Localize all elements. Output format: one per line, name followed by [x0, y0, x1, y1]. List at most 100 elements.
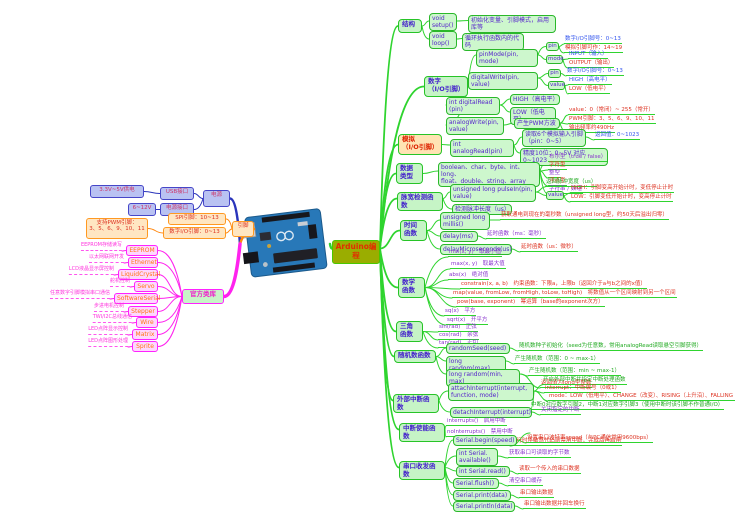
node-attachinterrupt[interactable]: attachInterrupt(interrupt, function, mod… — [448, 383, 534, 402]
hub-ext-interrupt[interactable]: 外部中断函数 — [393, 394, 439, 414]
leaf-pinmode-pin1[interactable]: 数字I/O引脚号：0~13 — [564, 36, 622, 45]
leaf-interrupt-tip[interactable]: 执行时序敏感代码前禁用中断，完成后再启用 — [510, 438, 623, 447]
lib-stepper-note[interactable]: 步进电机控制 — [93, 303, 124, 312]
lib-wire[interactable]: Wire — [136, 317, 158, 329]
arg-pulse-value[interactable]: value — [546, 191, 564, 200]
hub-digital-io[interactable]: 数字 （I/O引脚） — [424, 76, 468, 97]
leaf-math-sq[interactable]: sq(x) 平方 — [444, 308, 477, 317]
leaf-ai-desc[interactable]: 开启外部中断并指定中断处理函数 — [542, 377, 627, 386]
lib-liquidcrystal[interactable]: LiquidCrystal — [118, 269, 160, 281]
leaf-serial-read-note[interactable]: 读取一个传入的串口数据 — [518, 466, 581, 475]
leaf-serial-available-note[interactable]: 获取串口可读取的字节数 — [508, 450, 571, 459]
lib-softwareserial[interactable]: SoftwareSerial — [114, 293, 160, 305]
node-serial-available[interactable]: int Serial. available() — [456, 448, 498, 467]
leaf-serial-println-note[interactable]: 串口输出数据并回车换行 — [523, 501, 586, 510]
lib-eeprom[interactable]: EEPROM — [126, 245, 158, 257]
node-pinmode[interactable]: pinMode(pin, mode) — [476, 49, 538, 68]
lib-stepper[interactable]: Stepper — [128, 306, 158, 318]
node-analogread[interactable]: int analogRead(pin) — [450, 139, 514, 158]
node-randomseed[interactable]: randomSeed(seed) — [446, 343, 510, 355]
leaf-type-bool[interactable]: 布尔型（true / false） — [548, 154, 608, 163]
leaf-ai-pins[interactable]: 中断0对应数字引脚2，中断1对应数字引脚3（使用中断时该引脚不作普通I/O） — [530, 402, 725, 411]
node-spi-pins[interactable]: SPI引脚：10~13 — [168, 213, 226, 225]
lib-softwareserial-note[interactable]: 任意数字引脚模拟串口通信 — [49, 290, 110, 299]
leaf-aw-pins[interactable]: PWM引脚：3、5、6、9、10、11 — [568, 116, 656, 125]
leaf-type-float[interactable]: 浮点型 — [548, 178, 567, 187]
leaf-trig-sin[interactable]: sin(rad) 正弦 — [438, 324, 478, 333]
leaf-type-int[interactable]: 整型 — [548, 170, 562, 179]
node-serial-println[interactable]: Serial.println(data) — [453, 501, 515, 512]
hub-structure[interactable]: 结构 — [398, 19, 422, 33]
leaf-dw-pin1[interactable]: 数字I/O引脚号：0~13 — [566, 68, 624, 77]
hub-pins[interactable]: 引脚 — [232, 221, 254, 237]
node-ar-desc[interactable]: 读取6个模拟输入引脚 （pin：0~5） — [522, 129, 586, 148]
lib-ethernet-note[interactable]: 以太网联网开发 — [88, 254, 124, 263]
leaf-serial-print-note[interactable]: 串口输出数据 — [519, 490, 555, 499]
lib-wire-note[interactable]: TWI/I2C总线通信 — [92, 314, 132, 323]
leaf-pinmode-mode2[interactable]: OUTPUT（输出） — [568, 60, 615, 69]
node-pulsein[interactable]: unsigned long pulseIn(pin, value) — [450, 184, 536, 203]
arg-dw-pin[interactable]: pin — [548, 69, 561, 78]
leaf-pinmode-pin2[interactable]: 模拟引脚可作：14~19 — [564, 45, 624, 54]
leaf-delay-note[interactable]: 延时函数（ms：毫秒） — [486, 231, 546, 240]
node-serial-flush[interactable]: Serial.flush() — [453, 478, 499, 490]
leaf-dw-value1[interactable]: HIGH（高电平） — [568, 77, 612, 86]
leaf-math-sqrt[interactable]: sqrt(x) 开平方 — [446, 317, 489, 326]
leaf-pulse-high[interactable]: HIGH：引脚变高开始计时，变低停止计时 — [570, 185, 675, 194]
lib-liquidcrystal-note[interactable]: LCD液晶显示屏控制 — [68, 266, 114, 275]
leaf-math-abs[interactable]: abs(x) 绝对值 — [448, 272, 490, 281]
leaf-type-string[interactable]: 字符串 / 数组 — [548, 186, 583, 195]
leaf-dw-value2[interactable]: LOW（低电平） — [568, 86, 611, 95]
leaf-ai-mode[interactable]: mode：LOW（低电平）、CHANGE（改变）、RISING（上升沿）、FAL… — [548, 393, 735, 402]
leaf-interrupts[interactable]: interrupts() 启用中断 — [446, 418, 507, 427]
leaf-type-char[interactable]: 字符型 — [548, 162, 567, 171]
leaf-trig-cos[interactable]: cos(rad) 余弦 — [438, 332, 480, 341]
leaf-pulse-return[interactable]: 返回脉冲宽度（us） — [545, 179, 598, 188]
arg-pinmode-mode[interactable]: mode — [546, 55, 564, 64]
leaf-random-minmax-note[interactable]: 产生随机数（范围：min ~ max-1） — [528, 368, 621, 377]
leaf-pulse-low[interactable]: LOW：引脚变低开始计时，变高停止计时 — [570, 194, 673, 203]
lib-eeprom-note[interactable]: EEPROM存储读写 — [80, 242, 122, 251]
hub-datatypes[interactable]: 数据 类型 — [396, 163, 423, 184]
node-delaymicro[interactable]: delayMicroseconds(us) — [440, 244, 512, 256]
node-void-loop[interactable]: void loop() — [429, 31, 457, 50]
lib-servo-note[interactable]: 舵机控制 — [109, 278, 130, 287]
node-detachinterrupt[interactable]: detachInterrupt(interrupt) — [450, 407, 532, 419]
hub-power[interactable]: 电源 — [203, 190, 230, 207]
node-digitalread[interactable]: int digitalRead (pin) — [446, 97, 500, 116]
node-delay[interactable]: delay(ms) — [440, 231, 478, 243]
hub-interrupt-enable[interactable]: 中断使能函数 — [399, 423, 445, 443]
leaf-serial-begin-note[interactable]: 设置串口波特率speed（与PC通信常用9600bps） — [526, 435, 653, 444]
node-usb-voltage[interactable]: 3.3V~5V供电 — [90, 185, 144, 198]
node-serial-print[interactable]: Serial.print(data) — [453, 490, 511, 502]
lib-sprite[interactable]: Sprite — [132, 341, 158, 353]
leaf-math-max[interactable]: max(x, y) 取最大值 — [450, 261, 506, 270]
leaf-dr-high[interactable]: HIGH（高电平） — [510, 94, 560, 106]
hub-pulse[interactable]: 脉宽检测函数 — [397, 192, 443, 212]
leaf-math-map[interactable]: map(value, fromLow, fromHigh, toLow, toH… — [452, 290, 677, 299]
center-topic[interactable]: Arduino编程 — [332, 240, 380, 264]
lib-sprite-note[interactable]: LED点阵图形处理 — [88, 338, 128, 347]
hub-trig[interactable]: 三角 函数 — [396, 321, 423, 342]
leaf-ar-return[interactable]: 返回值：0~1023 — [594, 132, 641, 141]
hub-analog-io[interactable]: 模拟 （I/O引脚） — [398, 134, 442, 155]
lib-ethernet[interactable]: Ethernet — [128, 257, 158, 269]
node-digitalwrite[interactable]: digitalWrite(pin, value) — [468, 72, 538, 91]
node-dc-voltage[interactable]: 6~12V — [128, 203, 156, 216]
hub-math[interactable]: 数学 函数 — [398, 277, 425, 298]
lib-matrix-note[interactable]: LED点阵显示控制 — [88, 326, 128, 335]
leaf-ai-num[interactable]: interrupt：中断编号（0或1） — [544, 385, 622, 394]
node-serial-begin[interactable]: Serial.begin(speed) — [453, 435, 517, 447]
leaf-delaymicro-note[interactable]: 延时函数（us：微秒） — [520, 244, 578, 253]
lib-matrix[interactable]: Matrix — [132, 329, 158, 341]
leaf-di-note[interactable]: 关闭指定的中断 — [540, 407, 581, 416]
hub-serial[interactable]: 串口收发函数 — [399, 461, 445, 481]
leaf-random-max-note[interactable]: 产生随机数（范围：0 ~ max-1） — [514, 356, 601, 365]
leaf-millis-note[interactable]: 获取通电到现在的毫秒数（unsigned long型，约50天后溢出归零） — [500, 212, 669, 221]
leaf-random-type[interactable]: 返回值为long型整数 — [540, 380, 593, 389]
node-analogwrite[interactable]: analogWrite(pin, value) — [446, 117, 504, 136]
leaf-math-constrain[interactable]: constrain(x, a, b) 约束函数：下限a，上限b（返回介于a与b之… — [460, 281, 647, 290]
hub-time[interactable]: 时间 函数 — [400, 220, 427, 241]
hub-libraries[interactable]: 官方类库 — [182, 289, 224, 304]
leaf-math-pow[interactable]: pow(base, exponent) 幂运算（base的exponent次方） — [456, 299, 605, 308]
